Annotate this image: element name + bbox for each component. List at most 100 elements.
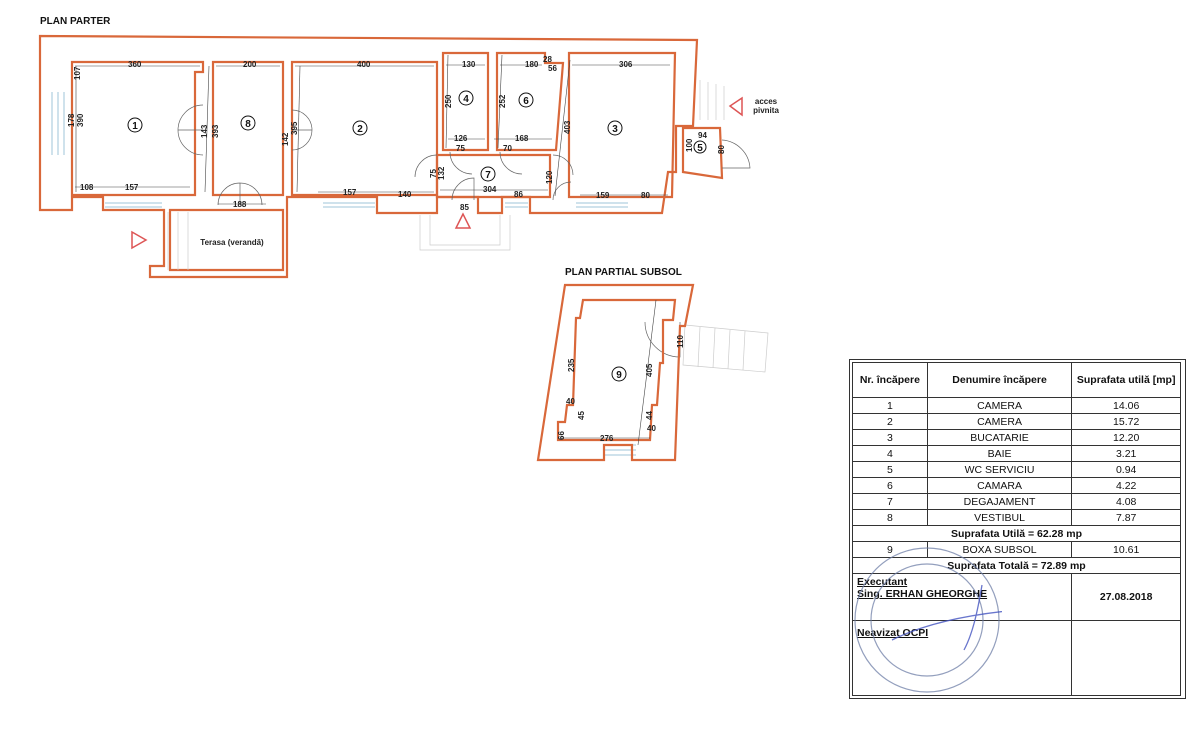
dim-label: 360 xyxy=(128,60,142,69)
dim-label: 405 xyxy=(645,363,654,377)
dim-label: 66 xyxy=(557,431,566,440)
dim-label: 250 xyxy=(444,94,453,108)
total-row: Suprafata Totală = 72.89 mp xyxy=(852,557,1181,574)
room-5-wall xyxy=(681,126,724,180)
dim-label: 45 xyxy=(577,411,586,420)
dim-label: 126 xyxy=(454,134,468,143)
dim-label: 400 xyxy=(357,60,371,69)
executant-name: Sing. ERHAN GHEORGHE xyxy=(857,588,988,600)
room-8-wall xyxy=(211,60,285,197)
room-area-table: Nr. încăpere Denumire încăpere Suprafata… xyxy=(851,362,1181,696)
dim-label: 252 xyxy=(498,94,507,108)
room-7-wall xyxy=(435,153,552,199)
room-number: 8 xyxy=(245,119,251,130)
dim-label: 120 xyxy=(545,170,554,184)
dim-label: 75 xyxy=(429,169,438,178)
dim-label: 140 xyxy=(398,190,412,199)
windows xyxy=(51,92,636,456)
cellar-access-label: pivnita xyxy=(753,106,779,115)
dim-label: 393 xyxy=(211,124,220,138)
dim-label: 28 xyxy=(543,55,552,64)
cellar-access-arrow-icon xyxy=(728,96,743,117)
cellar-access-label: acces xyxy=(755,97,778,106)
basement-title: PLAN PARTIAL SUBSOL xyxy=(565,267,682,278)
dim-label: 178 xyxy=(67,113,76,127)
dim-label: 110 xyxy=(676,335,685,348)
dim-label: 306 xyxy=(619,60,633,69)
dim-label: 130 xyxy=(462,60,476,69)
dim-label: 44 xyxy=(645,411,654,420)
ground-floor-title: PLAN PARTER xyxy=(40,16,111,27)
dimension-labels: 360 200 400 130 180 28 56 306 107 178 39… xyxy=(67,55,726,443)
terrace-entrance-arrow-icon xyxy=(131,230,148,250)
dim-label: 75 xyxy=(456,144,465,153)
dim-label: 157 xyxy=(125,183,139,192)
outer-wall xyxy=(38,34,699,279)
dim-label: 86 xyxy=(514,190,523,199)
dim-label: 56 xyxy=(548,64,557,73)
dim-label: 235 xyxy=(567,358,576,372)
basement-inner-wall xyxy=(556,298,677,442)
room-1-wall xyxy=(70,60,205,197)
room-number: 5 xyxy=(697,143,703,154)
basement-outer-wall xyxy=(536,283,695,462)
room-6-wall xyxy=(495,51,565,152)
doors xyxy=(177,104,751,358)
dim-label: 157 xyxy=(343,188,357,197)
dim-label: 85 xyxy=(460,203,469,212)
dim-label: 132 xyxy=(437,166,446,180)
room-number: 3 xyxy=(612,124,618,135)
dim-label: 180 xyxy=(525,60,539,69)
dim-label: 80 xyxy=(641,191,650,200)
legend-frame xyxy=(849,359,1186,699)
dim-label: 108 xyxy=(80,183,94,192)
room-number: 4 xyxy=(463,94,469,105)
dim-label: 40 xyxy=(566,397,575,406)
date: 27.08.2018 xyxy=(1071,573,1181,621)
dim-label: 403 xyxy=(563,120,572,134)
dim-label: 40 xyxy=(647,424,656,433)
dim-label: 100 xyxy=(685,138,694,152)
dim-label: 143 xyxy=(200,124,209,138)
dim-label: 188 xyxy=(233,200,247,209)
room-number: 2 xyxy=(357,124,363,135)
room-number: 1 xyxy=(132,121,138,132)
dim-label: 70 xyxy=(503,144,512,153)
dim-label: 168 xyxy=(515,134,529,143)
room-number: 9 xyxy=(616,370,622,381)
room-3-wall xyxy=(567,51,677,199)
room-number: 6 xyxy=(523,96,529,107)
room-number: 7 xyxy=(485,170,491,181)
ocpi-label: Neavizat OCPI xyxy=(857,627,929,639)
main-entrance-arrow-icon xyxy=(454,212,472,229)
table-header: Nr. încăpere Denumire încăpere Suprafata… xyxy=(852,362,1181,398)
ocpi-row: Neavizat OCPI xyxy=(851,620,1181,696)
dimension-lines xyxy=(75,54,670,446)
subtotal-row: Suprafata Utilă = 62.28 mp xyxy=(852,525,1181,542)
dim-label: 395 xyxy=(290,121,299,135)
entrance-arrows xyxy=(131,96,743,250)
dim-label: 390 xyxy=(76,113,85,127)
room-numbers xyxy=(127,90,707,382)
dim-label: 304 xyxy=(483,185,497,194)
dim-label: 94 xyxy=(698,131,707,140)
terrace-wall xyxy=(168,208,285,272)
steps xyxy=(167,80,769,373)
dim-label: 200 xyxy=(243,60,257,69)
dim-label: 80 xyxy=(717,145,726,154)
room-4-wall xyxy=(441,51,490,152)
dim-label: 276 xyxy=(600,434,614,443)
dim-label: 107 xyxy=(73,66,82,80)
terrace-label: Terasa (verandă) xyxy=(200,238,264,247)
executant-label: Executant xyxy=(857,576,908,588)
